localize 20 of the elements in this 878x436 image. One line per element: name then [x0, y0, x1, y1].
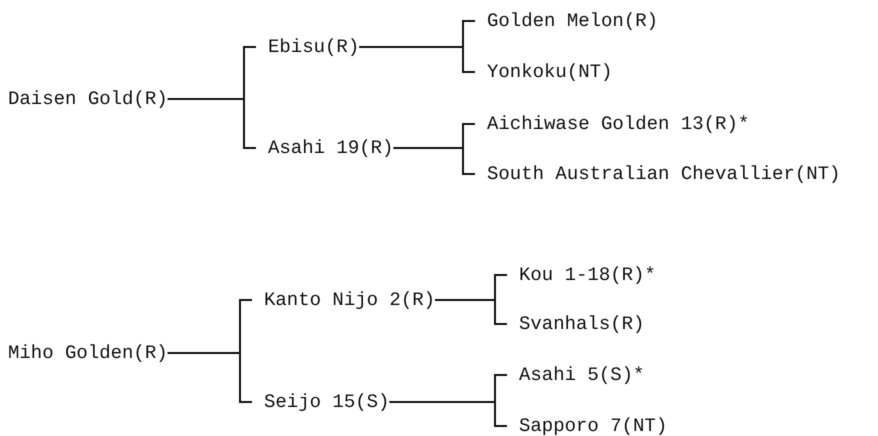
- cultivar-name: Svanhals(R): [507, 313, 644, 335]
- cultivar-name: Kou 1-18(R)*: [507, 264, 656, 286]
- cultivar-name: Kanto Nijo 2(R): [252, 289, 436, 311]
- pedigree-connector: [168, 98, 256, 149]
- cultivar-name: Daisen Gold(R): [8, 88, 168, 110]
- cultivar-name: Yonkoku(NT): [475, 61, 612, 83]
- cultivar-name: Asahi 5(S)*: [507, 364, 644, 386]
- cultivar-name: Sapporo 7(NT): [507, 415, 668, 436]
- cultivar-name: Seijo 15(S): [252, 391, 390, 413]
- cultivar-name: South Australian Chevallier(NT): [475, 163, 840, 185]
- cultivar-name: Asahi 19(R): [256, 137, 394, 159]
- pedigree-connector: [393, 147, 475, 175]
- pedigree-connector: [389, 401, 507, 427]
- cultivar-name: Golden Melon(R): [475, 10, 658, 32]
- pedigree-connector: [168, 352, 252, 403]
- cultivar-name: Aichiwase Golden 13(R)*: [475, 113, 750, 135]
- cultivar-name: Miho Golden(R): [8, 342, 168, 364]
- pedigree-connector: [435, 299, 507, 325]
- pedigree-connector: [359, 46, 475, 73]
- cultivar-name: Ebisu(R): [256, 36, 360, 58]
